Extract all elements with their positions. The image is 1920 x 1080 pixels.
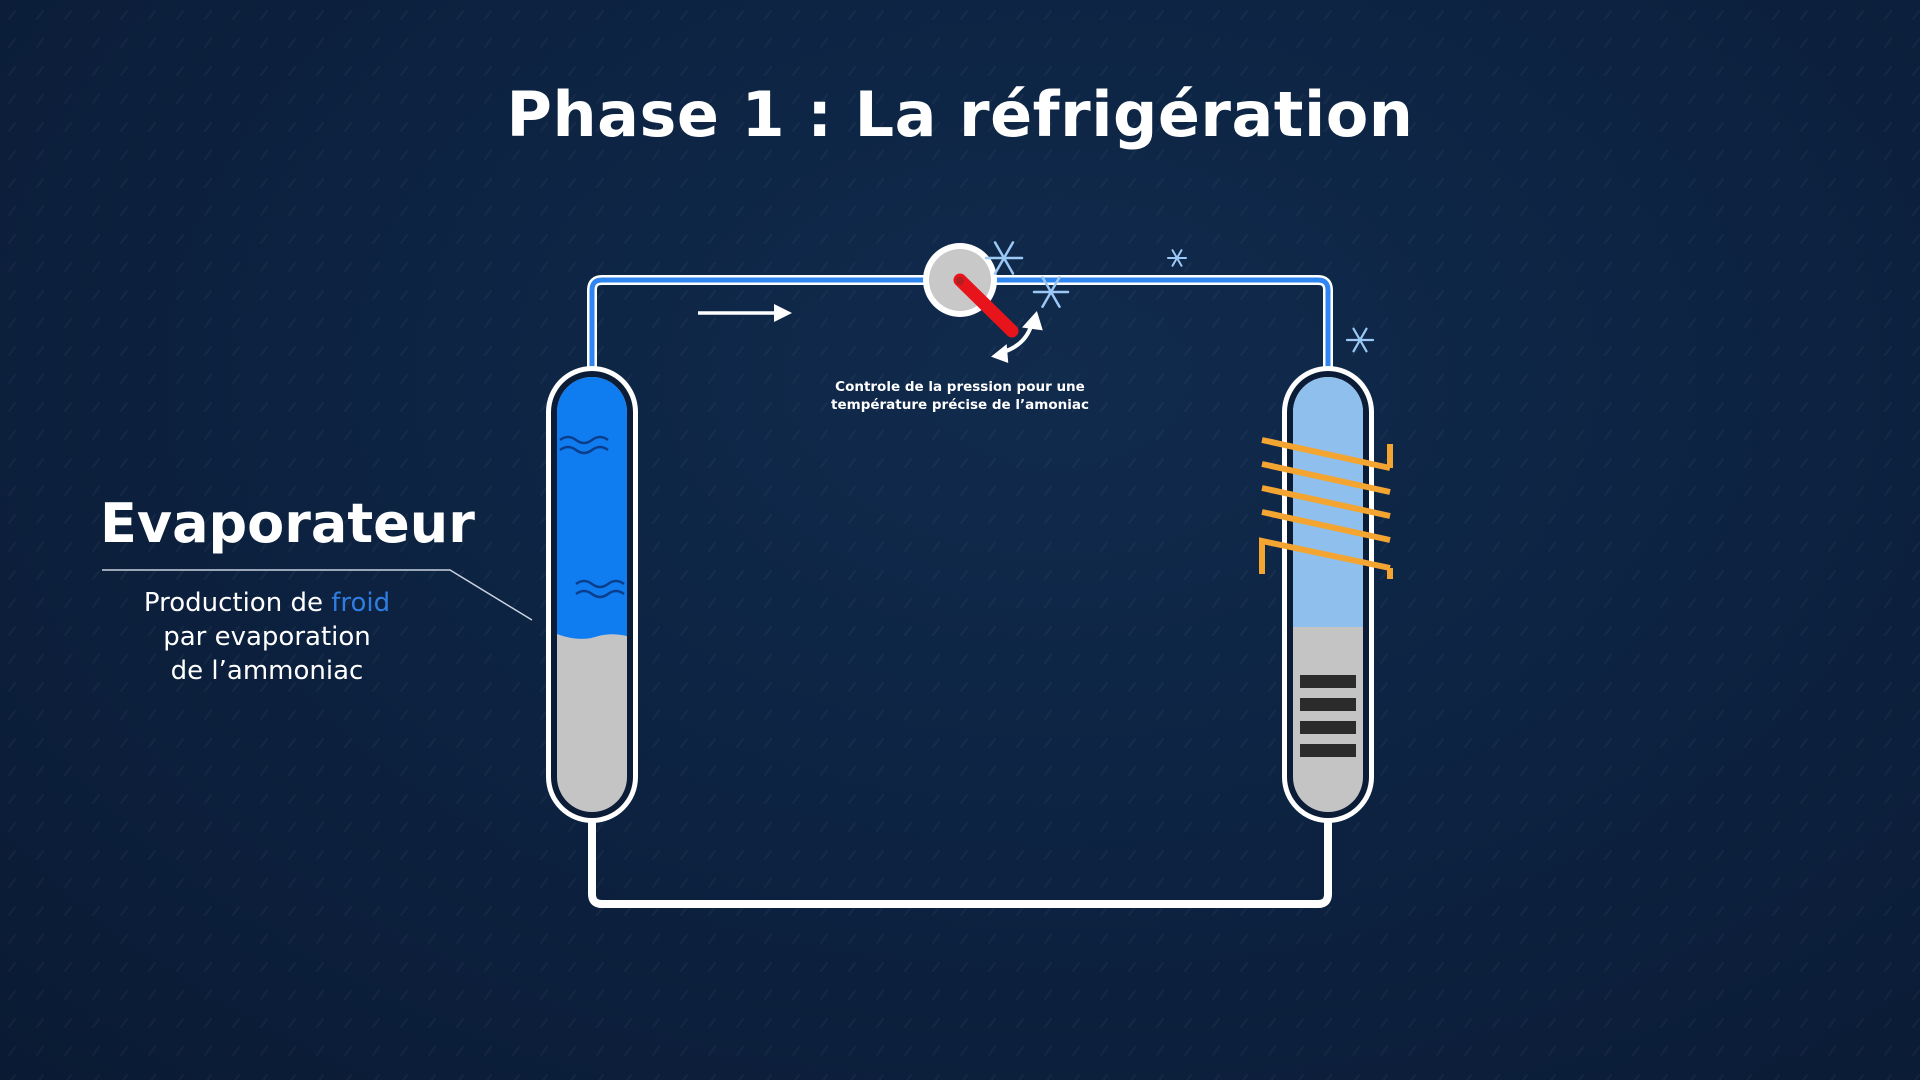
heating-coil-icon [1259,437,1393,579]
bottom-pipe [588,818,1332,908]
level-marks [1300,675,1356,757]
page-title: Phase 1 : La réfrigération [506,78,1414,151]
snowflake-icon [984,241,1375,353]
evaporator-desc-line1: Production de froid [100,586,434,620]
evaporator-desc-line2: par evaporation [163,622,371,652]
valve-caption-line1: Controle de la pression pour une [835,379,1085,395]
evaporator-leader-line [102,569,533,621]
valve-caption: Controle de la pression pour une tempéra… [820,378,1100,414]
evaporator-tube [546,366,638,823]
valve-caption-line2: température précise de l’amoniac [831,397,1089,413]
evaporator-heading: Evaporateur [100,492,475,555]
flow-arrow-icon [698,304,792,322]
evaporator-description: Production de froid par evaporation de l… [100,586,434,688]
wave-icon [559,435,625,599]
absorber-tube [1259,366,1393,823]
evaporator-desc-line3: de l’ammoniac [170,656,364,686]
evaporator-desc-highlight: froid [331,588,391,618]
rotate-arrow-icon [990,311,1043,363]
evaporator-desc-prefix: Production de [143,588,332,618]
pressure-valve [923,243,1019,338]
